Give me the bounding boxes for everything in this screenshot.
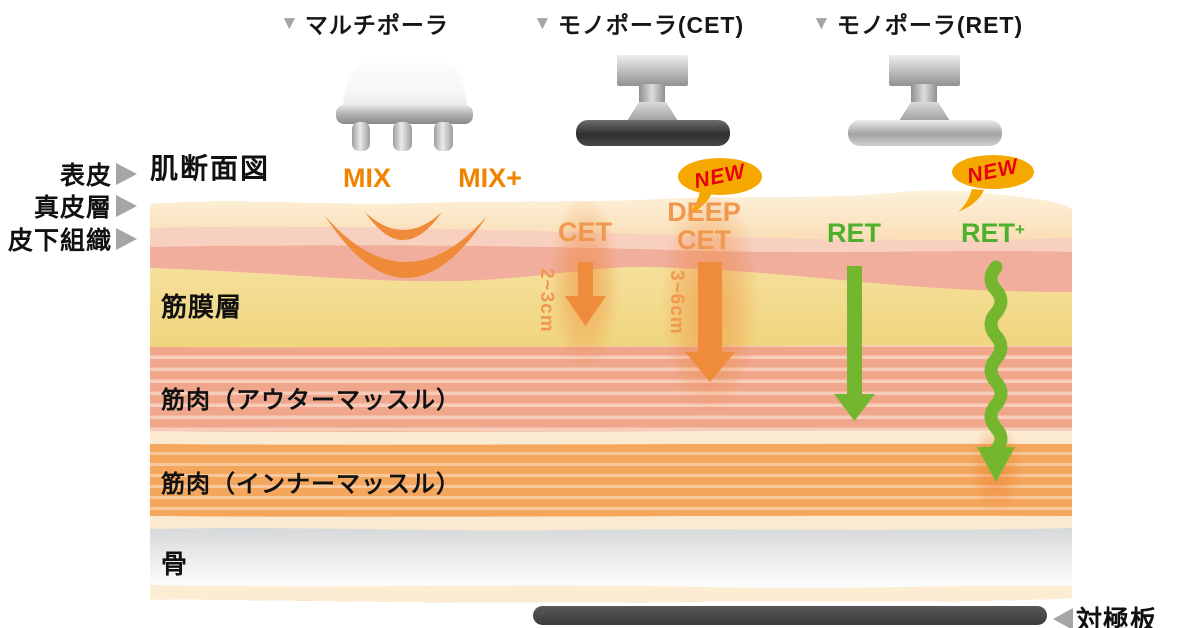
ret-handpiece-neck	[911, 84, 937, 105]
multipolar-band	[336, 105, 473, 124]
pointer-subcutaneous-label: 皮下組織	[7, 227, 112, 255]
label-inner-muscle: 筋肉（インナーマッスル）	[161, 471, 461, 498]
new-badge-tail-ret	[958, 189, 984, 212]
header-monopolar-ret: ▼ モノポーラ(RET)	[812, 6, 1023, 40]
deep-cet-depth-label: 3~6cm	[666, 270, 687, 335]
cet-depth-label: 2~3cm	[536, 268, 557, 333]
multipolar-dome	[343, 55, 467, 108]
new-badge-ret: NEW	[952, 155, 1034, 189]
multipolar-prong	[434, 122, 453, 151]
bottom-cream-band	[150, 585, 1072, 603]
label-bone: 骨	[161, 549, 189, 579]
header-multipolar: ▼ マルチポーラ	[280, 6, 449, 40]
skin-cross-section	[150, 190, 1072, 603]
multipolar-arcs	[325, 212, 487, 278]
triangle-right-icon	[116, 228, 137, 250]
ret-handpiece-stem	[889, 55, 960, 86]
triangle-down-icon: ▼	[533, 12, 553, 34]
new-badge-ret-text: NEW	[965, 154, 1021, 189]
header-monopolar-ret-label: モノポーラ(RET)	[836, 12, 1024, 38]
multipolar-prong	[352, 122, 370, 151]
monopolar-ret-handpiece	[848, 55, 1002, 146]
mode-mix-label: MIX	[342, 163, 391, 193]
mode-cet-label: CET	[558, 217, 612, 247]
ret-arrow	[834, 266, 875, 421]
cet-handpiece-stem	[617, 55, 688, 86]
pointer-epidermis: 表皮	[0, 161, 137, 190]
deep-cet-line2: CET	[677, 225, 731, 255]
header-monopolar-cet: ▼ モノポーラ(CET)	[533, 6, 744, 40]
multipolar-arc-large	[325, 216, 487, 278]
cet-handpiece-flange	[627, 102, 678, 121]
triangle-right-icon	[116, 195, 137, 217]
counter-electrode-label: 対極板	[1076, 605, 1158, 628]
header-multipolar-label: マルチポーラ	[304, 12, 449, 38]
ret-handpiece-flange	[899, 102, 950, 121]
cet-arrow	[565, 262, 606, 326]
section-title: 肌断面図	[150, 153, 271, 184]
pointer-dermis-label: 真皮層	[33, 194, 112, 222]
mode-mix-plus-label: MIX+	[458, 163, 522, 193]
monopolar-cet-handpiece	[576, 55, 730, 146]
label-outer-muscle: 筋肉（アウターマッスル）	[161, 387, 461, 414]
deep-cet-line1: DEEP	[667, 197, 741, 227]
triangle-down-icon: ▼	[280, 12, 300, 34]
triangle-right-icon	[116, 163, 137, 185]
triangle-down-icon: ▼	[812, 12, 832, 34]
ret-plus-wavy-arrow	[977, 260, 1015, 482]
layer-bone	[150, 528, 1072, 603]
label-fascia: 筋膜層	[161, 292, 243, 322]
mode-ret-plus-label: RET+	[948, 218, 1038, 249]
new-badge-tail-cet	[686, 192, 712, 216]
counter-electrode-bar	[533, 606, 1047, 625]
new-badge-cet-text: NEW	[692, 159, 748, 193]
deep-cet-arrow	[685, 262, 735, 382]
ret-handpiece-plate	[848, 120, 1002, 146]
ret-plus-base: RET	[961, 218, 1016, 248]
multipolar-handpiece	[336, 55, 473, 151]
header-monopolar-cet-label: モノポーラ(CET)	[557, 12, 745, 38]
mode-ret-label: RET	[827, 218, 881, 248]
multipolar-arc-small	[365, 212, 442, 240]
ret-plus-sup: +	[1015, 220, 1025, 239]
cet-handpiece-neck	[639, 84, 665, 105]
pointer-dermis: 真皮層	[0, 193, 137, 222]
multipolar-prong	[393, 122, 412, 151]
counter-electrode-caption: 対極板	[1053, 600, 1157, 628]
cet-handpiece-plate	[576, 120, 730, 146]
new-badge-cet: NEW	[678, 158, 762, 195]
mode-deep-cet-label: DEEP CET	[649, 198, 759, 254]
pointer-epidermis-label: 表皮	[59, 162, 112, 190]
pointer-subcutaneous: 皮下組織	[0, 226, 137, 255]
triangle-left-icon	[1053, 607, 1073, 628]
